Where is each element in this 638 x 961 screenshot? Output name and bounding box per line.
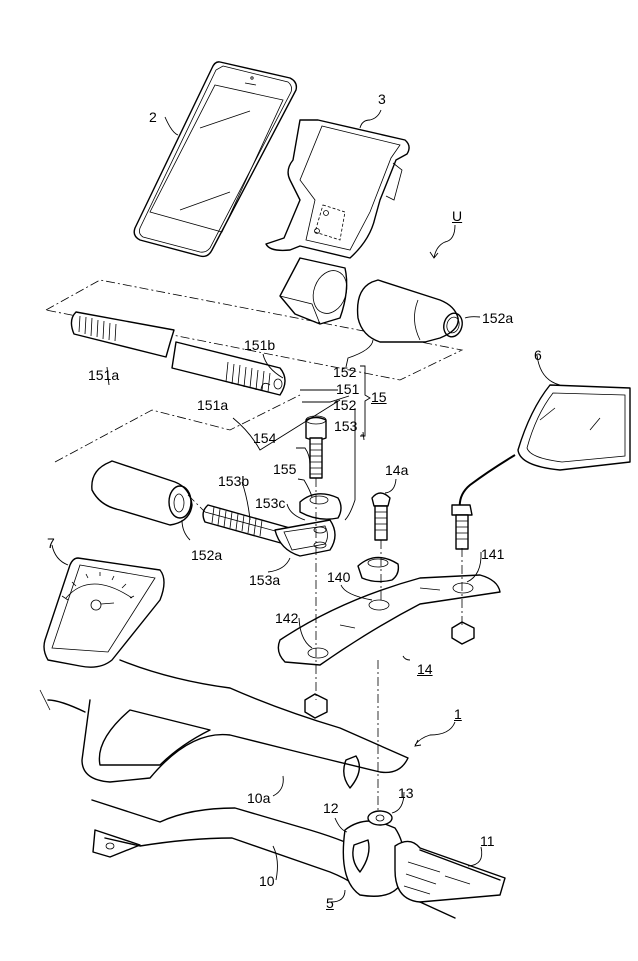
mirror [451,384,631,550]
label-grip: 11 [480,833,495,849]
label-switch-housing: 12 [323,800,339,816]
eye-bolt [202,504,336,557]
switch-housing [342,810,405,897]
label-151: 151 [336,381,360,397]
reference-plane-lower [54,394,301,463]
label-handlebar-assembly: 1 [454,706,462,722]
label-toothed-washer: 155 [273,461,297,477]
label-152-b: 152 [333,397,357,413]
mounting-plate [277,574,501,666]
label-153a: 153a [249,572,281,588]
smartphone [133,61,298,258]
threaded-rod [70,311,286,396]
reference-plane-upper [44,279,464,381]
label-141: 141 [481,546,505,562]
handlebar-cover [39,659,409,789]
label-153c: 153c [255,495,286,511]
label-153b: 153b [218,473,250,489]
label-142: 142 [275,610,299,626]
label-cap-screw: 154 [253,430,277,446]
label-holder-unit: U [452,208,463,224]
label-151b: 151b [244,337,276,353]
leader-lines [51,109,561,903]
end-sleeve-upper [356,279,463,343]
label-151a-right: 151a [197,397,229,413]
label-mounting-boss: 13 [398,785,414,801]
meter [43,557,165,668]
handlebar [91,799,356,886]
group-brace [360,365,371,437]
end-sleeve-lower [91,460,193,526]
label-handlebar-cover: 10a [247,790,271,806]
label-151a-left: 151a [88,367,120,383]
nut-1 [451,621,475,645]
label-152a-upper: 152a [482,310,514,326]
phone-holder [265,119,410,325]
center-line-5 [187,494,206,513]
label-phone-holder: 3 [378,91,386,107]
plate-screw [357,492,400,583]
label-153: 153 [334,418,358,434]
toothed-washer [299,493,342,520]
label-152a-lower: 152a [191,547,223,563]
label-152-a: 152 [333,364,357,380]
label-140: 140 [327,569,351,585]
label-support-bar-assembly: 15 [371,389,387,405]
label-meter: 7 [47,535,55,551]
cap-screw [305,415,327,479]
arrow-1 [414,721,456,747]
label-switch: 5 [326,895,334,911]
label-smartphone: 2 [149,109,157,125]
grip [394,840,506,919]
label-mounting-plate: 14 [417,661,433,677]
label-plate-screw: 14a [385,462,409,478]
label-mirror: 6 [534,347,542,363]
nut-2 [304,693,328,719]
arrow-u [429,224,456,259]
label-handlebar: 10 [259,873,275,889]
